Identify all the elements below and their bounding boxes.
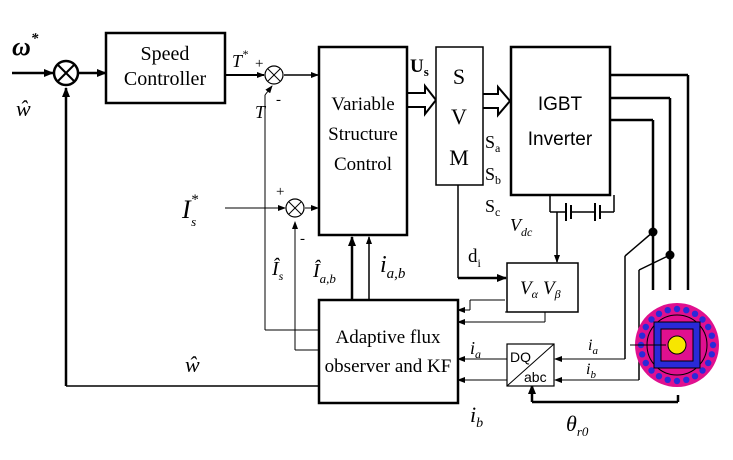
svm-block: S V M bbox=[435, 46, 484, 186]
v-alpha-label: Vα bbox=[520, 278, 539, 301]
motor-tooth bbox=[683, 376, 690, 383]
motor-tooth bbox=[648, 316, 655, 323]
motor-tooth bbox=[699, 367, 706, 374]
us-hollow-arrow bbox=[407, 83, 438, 117]
observer-label-2: observer and KF bbox=[325, 356, 452, 377]
dq-abc-block: DQ abc bbox=[506, 343, 555, 387]
theta-label: θr0 bbox=[566, 411, 589, 439]
vsc-label-2: Structure bbox=[328, 124, 398, 145]
torque-fb-label: T bbox=[255, 102, 267, 122]
motor-tooth bbox=[705, 359, 712, 367]
motor-tooth bbox=[709, 341, 717, 349]
motor-icon bbox=[630, 303, 719, 387]
speed-controller-label-2: Controller bbox=[124, 68, 207, 90]
ia-tap-dot bbox=[648, 227, 658, 237]
ia-observer-label: ia bbox=[470, 338, 481, 361]
motor-tooth bbox=[699, 316, 706, 323]
speed-controller-block: Speed Controller bbox=[104, 31, 227, 105]
motor-tooth bbox=[673, 305, 681, 313]
ia-tap bbox=[624, 231, 654, 257]
motor-tooth bbox=[655, 310, 663, 317]
dq-label: DQ bbox=[510, 349, 531, 365]
ib-tap bbox=[638, 254, 671, 271]
vsc-label-1: Variable bbox=[331, 94, 394, 115]
voltage-calc-block: Vα Vβ bbox=[506, 262, 579, 313]
motor-tooth bbox=[705, 323, 712, 331]
iab-hat-label: Îa,b bbox=[312, 259, 336, 286]
motor-tooth bbox=[673, 377, 681, 385]
omega-hat-input-label: ŵ bbox=[16, 96, 31, 121]
motor-tooth bbox=[639, 332, 646, 339]
motor-tooth bbox=[642, 323, 649, 331]
iab-label: ia,b bbox=[380, 252, 406, 282]
motor-tooth bbox=[642, 359, 649, 367]
motor-teeth bbox=[637, 305, 717, 385]
is-ref-label: I*s bbox=[181, 192, 199, 229]
switch-hollow-arrow bbox=[483, 84, 512, 118]
sum-junction-speed bbox=[52, 59, 80, 87]
motor-tooth bbox=[648, 367, 655, 374]
ib-tap-dot bbox=[665, 250, 675, 260]
sum2-minus: - bbox=[276, 92, 281, 108]
ib-sense-label: ib bbox=[586, 361, 596, 381]
motor-tooth bbox=[664, 307, 671, 314]
sum-junction-flux bbox=[285, 198, 305, 218]
observer-block: Adaptive flux observer and KF bbox=[317, 298, 460, 405]
torque-fb-arrow bbox=[264, 85, 273, 96]
abc-label: abc bbox=[524, 369, 547, 385]
sa-label: Sa bbox=[485, 132, 501, 155]
sum-junction-torque bbox=[264, 65, 284, 85]
omega-hat-feedback-label: ŵ bbox=[185, 352, 200, 377]
motor-tooth bbox=[664, 376, 671, 383]
motor-tooth bbox=[655, 373, 663, 380]
sum3-plus: + bbox=[276, 184, 284, 200]
motor-tooth bbox=[683, 307, 690, 314]
vsc-label-3: Control bbox=[334, 154, 392, 175]
di-label: di bbox=[468, 246, 482, 270]
vdc-label: Vdc bbox=[510, 215, 533, 239]
is-hat-label: Îs bbox=[271, 257, 284, 283]
igbt-inverter-block: IGBT Inverter bbox=[509, 45, 612, 197]
sum3-minus: - bbox=[300, 231, 305, 247]
motor-tooth bbox=[691, 310, 699, 317]
v-beta-label: Vβ bbox=[543, 278, 561, 301]
motor-tooth bbox=[708, 351, 715, 358]
motor-tooth bbox=[708, 332, 715, 339]
torque-ref-label: T* bbox=[232, 47, 248, 71]
sum2-plus: + bbox=[255, 56, 263, 72]
motor-rotor bbox=[667, 335, 687, 355]
vsc-block: Variable Structure Control bbox=[317, 45, 409, 237]
speed-controller-label-1: Speed bbox=[141, 43, 190, 65]
us-label: Us bbox=[410, 56, 429, 79]
sb-label: Sb bbox=[485, 164, 501, 187]
igbt-label-2: Inverter bbox=[528, 129, 593, 150]
motor-tooth bbox=[691, 373, 699, 380]
motor-tooth bbox=[639, 351, 646, 358]
sc-label: Sc bbox=[485, 196, 500, 219]
svm-label-v: V bbox=[451, 104, 467, 129]
svm-label-m: M bbox=[449, 145, 469, 170]
ib-observer-label: ib bbox=[470, 402, 483, 431]
omega-ref-label: ω* bbox=[12, 31, 39, 61]
igbt-label-1: IGBT bbox=[538, 94, 583, 115]
svm-label-s: S bbox=[453, 64, 465, 89]
observer-label-1: Adaptive flux bbox=[335, 327, 441, 348]
ia-sense-label: ia bbox=[588, 337, 598, 357]
